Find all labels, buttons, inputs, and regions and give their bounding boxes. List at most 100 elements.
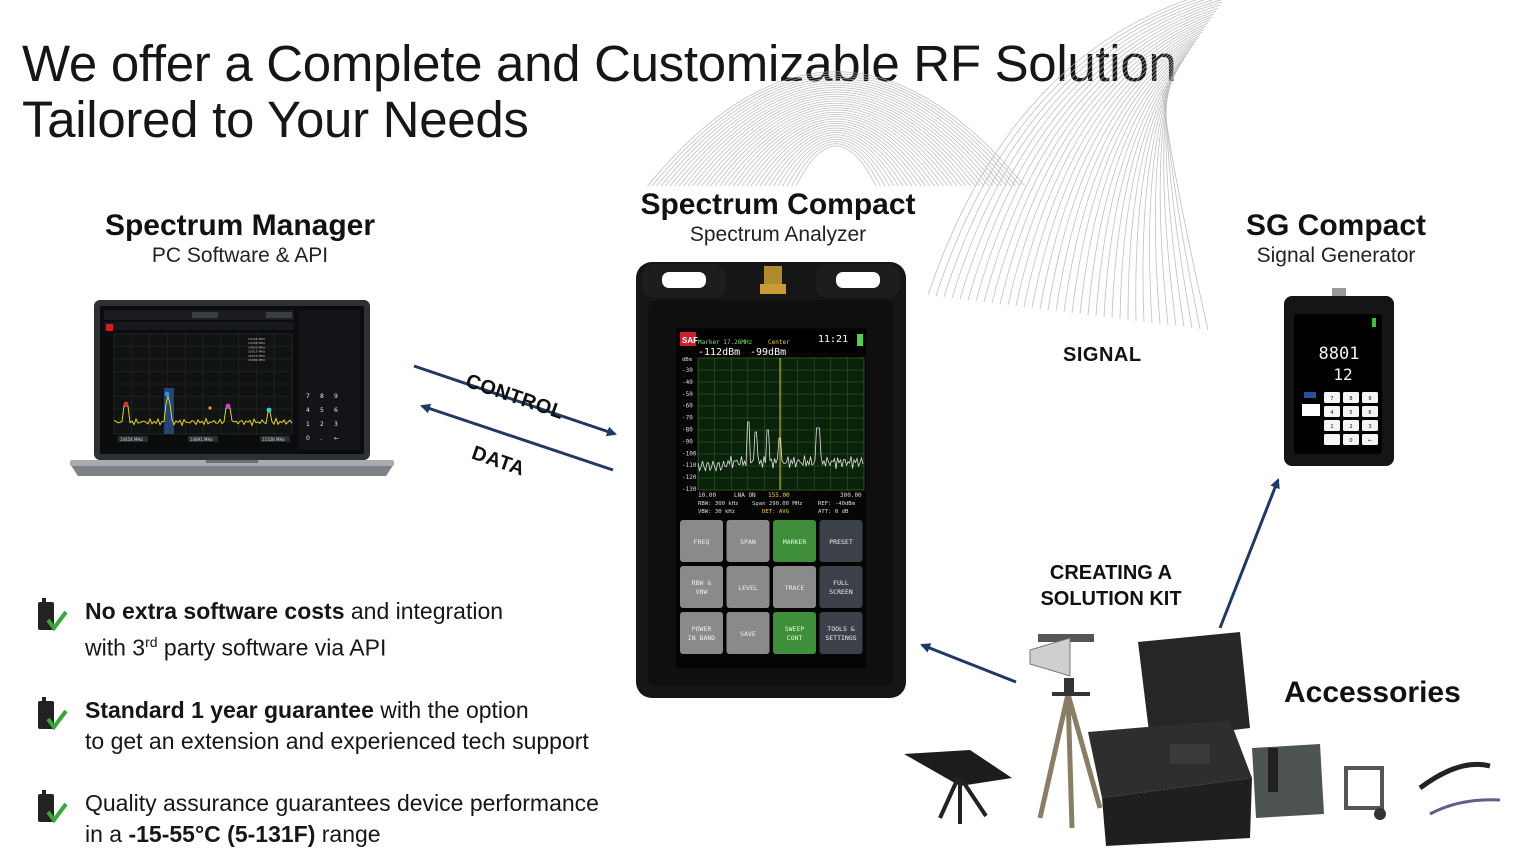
laptop-keypad-key: 4	[306, 407, 310, 414]
spectrum-compact-device: SAF Marker 17.26MHz Center 11:21 -112dBm…	[636, 262, 906, 698]
feature-item: No extra software costs and integration …	[36, 596, 676, 664]
analyzer-lna: LNA ON	[734, 492, 756, 499]
control-label: CONTROL	[462, 370, 567, 425]
tripod-icon	[1029, 634, 1103, 829]
feature-2-text2: to get an extension and experienced tech…	[85, 727, 589, 754]
feature-1-text2b: party software via API	[157, 634, 387, 661]
analyzer-softkey	[726, 612, 770, 654]
analyzer-rbw: RBW: 300 kHz	[698, 501, 738, 507]
feature-item: Quality assurance guarantees device perf…	[36, 788, 676, 850]
laptop-keypad-key: 3	[334, 421, 338, 428]
signal-arrow-icon	[1218, 478, 1280, 629]
y-tick-label: -80	[682, 427, 693, 434]
sg-keypad-key	[1362, 420, 1378, 431]
softkey-label: SAVE	[740, 630, 756, 638]
sg-key-label: ←	[1368, 438, 1372, 444]
signal-label: SIGNAL	[1063, 344, 1142, 366]
sg-keypad-key	[1343, 392, 1359, 403]
feature-3-bold: -15-55°C (5-131F)	[128, 820, 316, 847]
laptop-freq-right: 15328 MHz	[262, 437, 285, 442]
softkey-label: TOOLS &	[827, 625, 854, 633]
feature-2-bold: Standard 1 year guarantee	[85, 696, 374, 723]
softkey-label: SWEEP	[785, 625, 805, 633]
laptop-keypad-key: 6	[334, 407, 338, 414]
analyzer-softkey	[726, 566, 770, 608]
laptop-marker-freq: 14768 MHz	[248, 341, 265, 345]
y-tick-label: -120	[682, 474, 697, 481]
carrying-case-icon	[1088, 632, 1252, 846]
laptop-keypad-key: 0	[306, 435, 310, 442]
analyzer-det: DET: AVG	[762, 509, 790, 515]
sg-key-label: 3	[1368, 424, 1371, 430]
feature-2-text1: with the option	[373, 696, 529, 723]
y-tick-label: -40	[682, 379, 693, 386]
softkey-label: POWER	[692, 625, 712, 633]
analyzer-softkey	[680, 520, 723, 562]
sg-keypad-key	[1324, 434, 1340, 445]
softkey-label: SPAN	[740, 538, 756, 546]
softkey-label: TRACE	[785, 584, 805, 592]
laptop-keypad-key: 1	[306, 421, 310, 428]
y-tick-label: -110	[682, 462, 697, 469]
y-tick-label: -60	[682, 403, 693, 410]
analyzer-fstart: 10.00	[698, 492, 716, 499]
sg-compact-name: SG Compact	[1245, 209, 1427, 242]
feature-1-sup: rd	[145, 634, 158, 650]
sg-key-label: 1	[1330, 424, 1333, 430]
accessories-image	[904, 632, 1500, 846]
y-tick-label: -50	[682, 391, 693, 398]
pouch-icon	[1252, 744, 1324, 818]
battery-icon	[857, 334, 863, 346]
analyzer-fstop: 300.00	[840, 492, 862, 499]
sg-keypad-key	[1324, 392, 1340, 403]
feature-3-text1: Quality assurance guarantees device perf…	[85, 789, 599, 816]
analyzer-logo: SAF	[682, 336, 698, 345]
analyzer-time: 11:21	[818, 334, 848, 345]
sg-keypad-key	[1343, 420, 1359, 431]
feature-1-text2a: with 3	[85, 634, 146, 661]
feature-item: Standard 1 year guarantee with the optio…	[36, 695, 676, 757]
solution-kit-label: CREATING A SOLUTION KIT	[1026, 560, 1196, 612]
y-tick-label: -30	[682, 367, 693, 374]
feature-1-text1: and integration	[344, 598, 504, 624]
softkey-label: RBW &	[692, 579, 712, 587]
laptop-keypad-key: 2	[320, 421, 324, 428]
analyzer-unit: dBm	[682, 357, 693, 363]
sg-key-label: 5	[1349, 410, 1352, 416]
laptop-marker-freq: 14724 MHz	[248, 337, 265, 341]
softkey-label: LEVEL	[738, 584, 758, 592]
analyzer-marker: Marker 17.26MHz	[698, 339, 753, 346]
laptop-keypad-key: 5	[320, 407, 324, 414]
softkey-label: FULL	[833, 579, 849, 587]
sg-display-line2: 12	[1333, 365, 1352, 384]
spectrum-compact-subtitle: Spectrum Analyzer	[689, 223, 867, 246]
analyzer-softkey	[819, 520, 863, 562]
adapter-icon	[1344, 766, 1386, 820]
softkey-label: PRESET	[829, 538, 853, 546]
analyzer-softkey	[726, 520, 770, 562]
laptop-marker-freq: 15017 MHz	[248, 350, 265, 354]
sg-keypad-key	[1362, 434, 1378, 445]
softkey-label: IN BAND	[688, 634, 715, 642]
sg-keypad-key	[1343, 434, 1359, 445]
laptop-keypad-key: .	[320, 435, 322, 442]
title-line-2: Tailored to Your Needs	[22, 91, 529, 148]
analyzer-center-level: -99dBm	[750, 347, 786, 358]
sg-key-label: 0	[1349, 438, 1352, 444]
analyzer-softkey	[773, 566, 816, 608]
spectrum-compact-name: Spectrum Compact	[640, 188, 916, 221]
sg-keypad-key	[1362, 406, 1378, 417]
laptop-marker-freq: 15082 MHz	[248, 358, 265, 362]
laptop-keypad-key: 8	[320, 393, 324, 400]
analyzer-vbw: VBW: 30 kHz	[698, 509, 735, 515]
sg-key-label: 8	[1349, 396, 1352, 402]
solution-kit-line1: CREATING A	[1049, 562, 1173, 584]
laptop-keypad-key: 7	[306, 393, 310, 400]
softkey-label: MARKER	[783, 538, 807, 546]
sg-compact-heading: SG Compact Signal Generator	[1216, 209, 1456, 269]
wave-arc	[786, 141, 886, 187]
wave-arc	[791, 143, 881, 187]
laptop-keypad-key: 9	[334, 393, 338, 400]
